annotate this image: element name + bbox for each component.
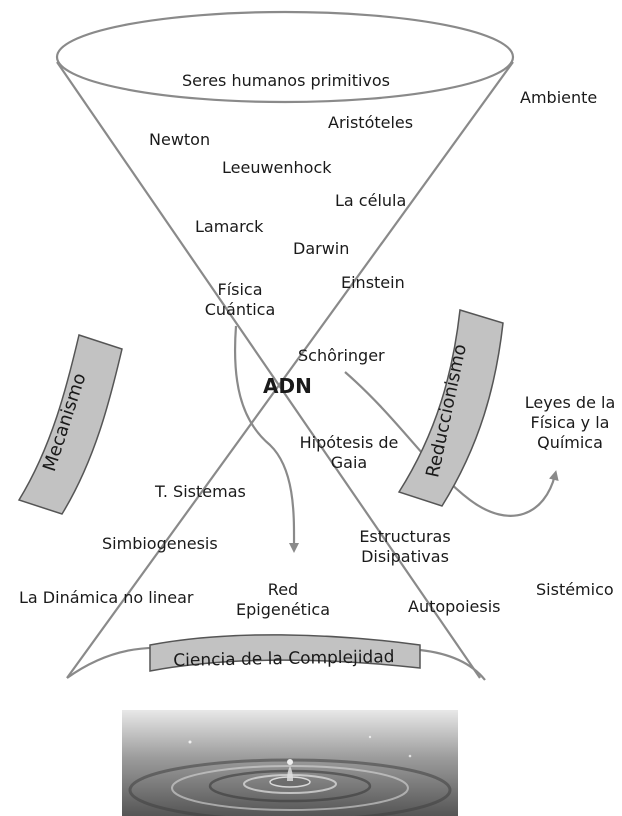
label-gaia-hypothesis: Hipótesis de Gaia: [290, 433, 408, 473]
label-epigenetic-network: Red Epigenética: [228, 580, 338, 620]
label-lamarck: Lamarck: [195, 217, 264, 236]
label-laws-line2: Física y la: [530, 413, 610, 432]
label-quantum-line1: Física: [217, 280, 263, 299]
label-quantum-line2: Cuántica: [204, 300, 276, 319]
arrow-schroedinger-to-laws: [344, 371, 559, 517]
label-quantum-physics: Física Cuántica: [195, 280, 285, 320]
label-laws-line1: Leyes de la: [524, 393, 616, 412]
mechanism-banner: Mecanismo: [17, 334, 123, 515]
label-systemic: Sistémico: [536, 580, 614, 599]
label-gaia-line2: Gaia: [330, 453, 368, 472]
label-newton: Newton: [149, 130, 211, 149]
label-structures-line2: Disipativas: [361, 547, 449, 566]
label-symbiogenesis: Simbiogenesis: [102, 534, 218, 553]
complexity-label: Ciencia de la Complejidad: [173, 647, 394, 671]
label-network-line1: Red: [267, 580, 299, 599]
label-dna: ADN: [263, 374, 312, 398]
label-darwin: Darwin: [293, 239, 350, 258]
label-leeuwenhoek: Leeuwenhock: [222, 158, 332, 177]
label-structures-line1: Estructuras: [359, 527, 451, 546]
label-schroedinger: Schôringer: [298, 346, 385, 365]
label-environment: Ambiente: [520, 88, 598, 107]
label-systems-theory: T. Sistemas: [155, 482, 246, 501]
label-cell: La célula: [335, 191, 407, 210]
label-primitive-humans: Seres humanos primitivos: [181, 71, 391, 90]
label-aristotle: Aristóteles: [328, 113, 414, 132]
label-laws-line3: Química: [537, 433, 603, 452]
hourglass-line-left-descending: [56, 61, 481, 679]
reductionism-banner: Reduccionismo: [397, 309, 504, 507]
label-gaia-line1: Hipótesis de: [299, 433, 399, 452]
label-autopoiesis: Autopoiesis: [408, 597, 501, 616]
water-drop-image: [122, 710, 458, 816]
label-laws-physics-chemistry: Leyes de la Física y la Química: [518, 393, 622, 453]
arrow-quantum-to-epigenetics: [233, 325, 300, 553]
label-einstein: Einstein: [341, 273, 405, 292]
complexity-banner: Ciencia de la Complejidad: [149, 634, 421, 672]
top-ellipse: [55, 10, 515, 104]
hourglass-line-right-descending: [66, 61, 514, 679]
label-nonlinear-dynamics: La Dinámica no linear: [19, 588, 194, 607]
label-dissipative-structures: Estructuras Disipativas: [345, 527, 465, 567]
label-network-line2: Epigenética: [235, 600, 330, 619]
